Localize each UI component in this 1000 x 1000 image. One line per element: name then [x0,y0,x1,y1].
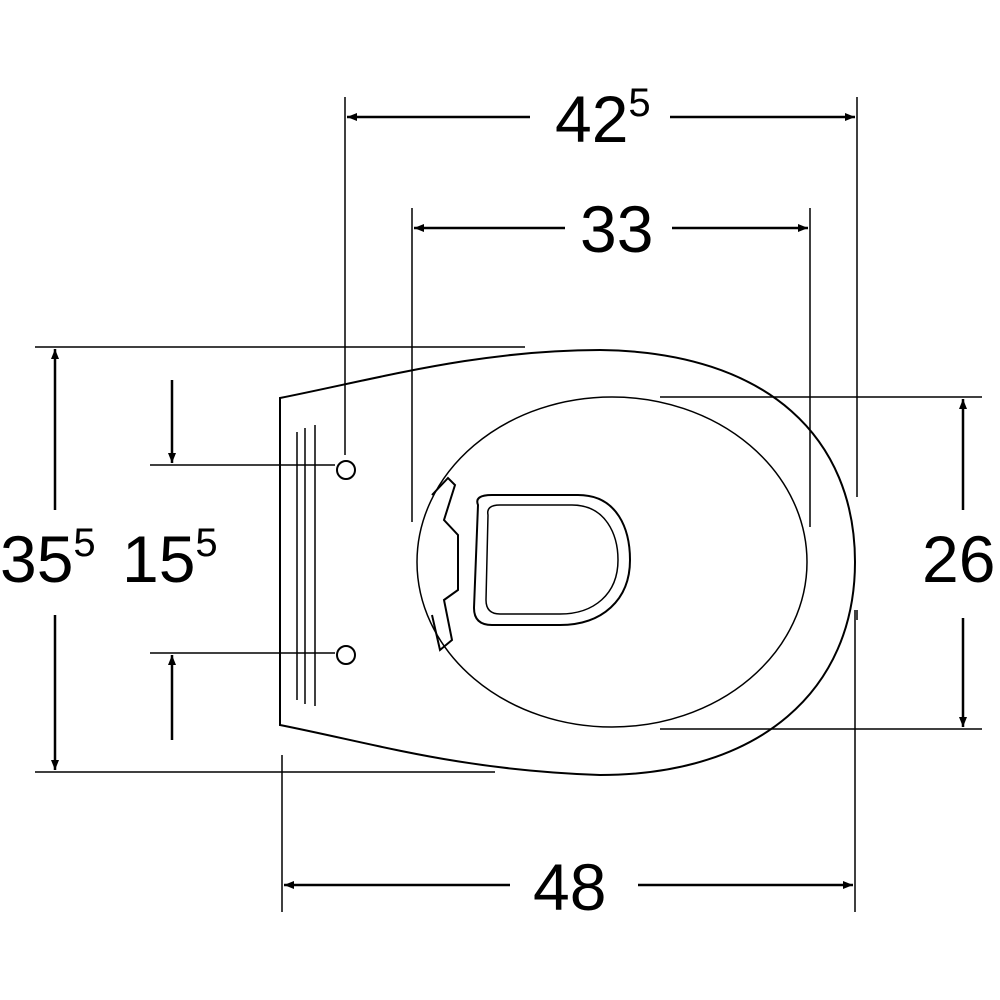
dimension-label-top-width: 425 [555,81,651,156]
dimension-label-seat-width: 33 [580,192,653,266]
outlet [472,494,632,626]
dimension-label-total-depth: 355 [0,521,96,596]
toilet-outline [279,348,857,777]
fixing-hole-top [336,460,356,480]
dimension-label-length: 48 [533,850,606,924]
bowl-rim [416,396,808,728]
dimension-label-bowl-depth: 26 [922,522,995,596]
fixing-hole-bottom [336,645,356,665]
dimension-label-hole-spacing: 155 [122,521,218,596]
extension-lines [35,97,982,912]
dimension-lines [51,113,967,889]
